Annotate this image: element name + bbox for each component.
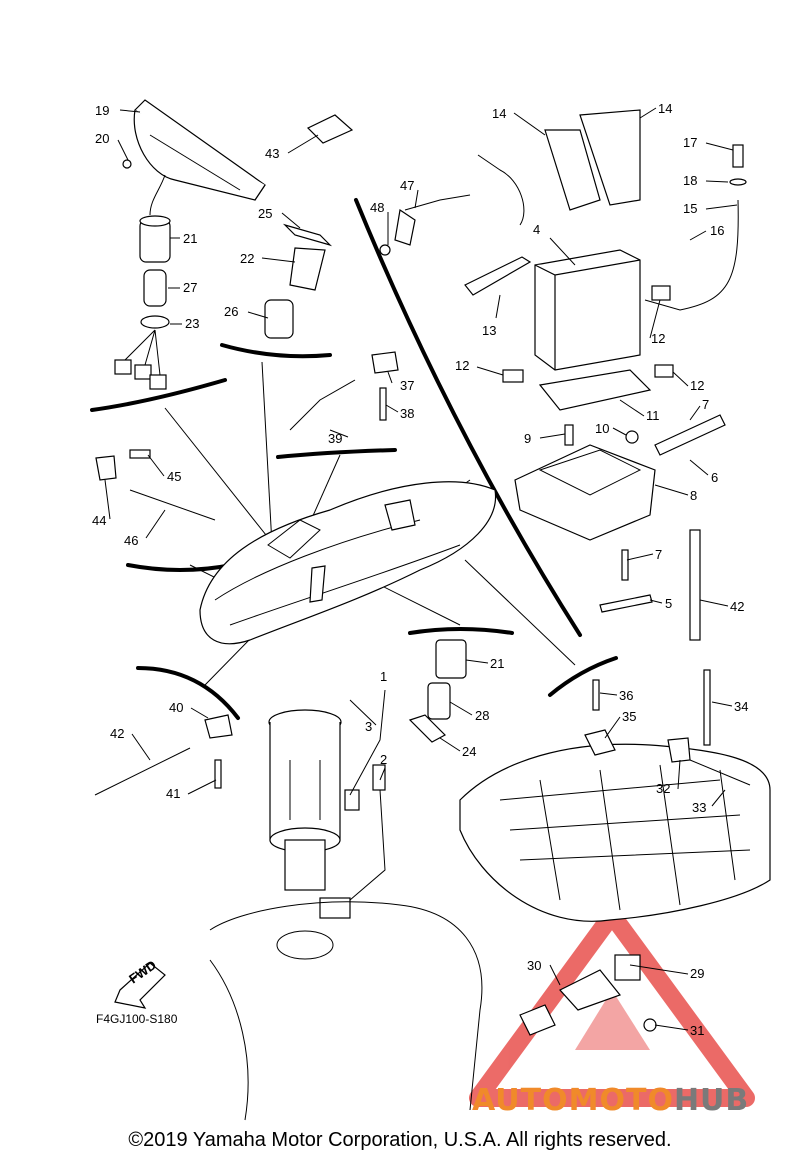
callout-32: 32 bbox=[656, 781, 670, 796]
callout-12a: 12 bbox=[651, 331, 665, 346]
callout-10: 10 bbox=[595, 421, 609, 436]
callout-31: 31 bbox=[690, 1023, 704, 1038]
callout-14b: 14 bbox=[658, 101, 672, 116]
callout-42b: 42 bbox=[110, 726, 124, 741]
callout-24: 24 bbox=[462, 744, 476, 759]
callout-45: 45 bbox=[167, 469, 181, 484]
callout-36: 36 bbox=[619, 688, 633, 703]
callout-leaders bbox=[104, 107, 738, 1031]
callout-11: 11 bbox=[646, 408, 660, 423]
watermark-text: AUTOMOTOHUB bbox=[472, 1083, 749, 1118]
callout-48: 48 bbox=[370, 200, 384, 215]
callout-21b: 21 bbox=[490, 656, 504, 671]
callout-20: 20 bbox=[95, 131, 109, 146]
callout-47: 47 bbox=[400, 178, 414, 193]
callout-22: 22 bbox=[240, 251, 254, 266]
fwd-arrow bbox=[114, 962, 166, 1009]
callout-12c: 12 bbox=[690, 378, 704, 393]
callout-41: 41 bbox=[166, 786, 180, 801]
callout-30: 30 bbox=[527, 958, 541, 973]
callout-21: 21 bbox=[183, 231, 197, 246]
watermark-text-primary: AUTOMOTO bbox=[472, 1083, 674, 1118]
harness-center bbox=[264, 114, 354, 339]
callout-4: 4 bbox=[533, 222, 540, 237]
callout-15: 15 bbox=[683, 201, 697, 216]
callout-3: 3 bbox=[365, 719, 372, 734]
callout-12b: 12 bbox=[455, 358, 469, 373]
callout-23: 23 bbox=[185, 316, 199, 331]
callout-37: 37 bbox=[400, 378, 414, 393]
callout-7b: 7 bbox=[655, 547, 662, 562]
callout-38: 38 bbox=[400, 406, 414, 421]
battery-cables bbox=[379, 144, 747, 311]
callout-26: 26 bbox=[224, 304, 238, 319]
meter-assembly bbox=[122, 99, 266, 216]
callout-44: 44 bbox=[92, 513, 106, 528]
battery-assembly bbox=[464, 109, 674, 411]
callout-8: 8 bbox=[690, 488, 697, 503]
watermark-text-secondary: HUB bbox=[673, 1083, 750, 1118]
small-parts bbox=[94, 351, 751, 1036]
harness-left bbox=[114, 215, 171, 390]
callout-17: 17 bbox=[683, 135, 697, 150]
callout-13: 13 bbox=[482, 323, 496, 338]
callout-40: 40 bbox=[169, 700, 183, 715]
callout-18: 18 bbox=[683, 173, 697, 188]
callout-28: 28 bbox=[475, 708, 489, 723]
callout-39: 39 bbox=[328, 431, 342, 446]
callout-5: 5 bbox=[665, 596, 672, 611]
callout-35: 35 bbox=[622, 709, 636, 724]
diagram-code: F4GJ100-S180 bbox=[96, 1012, 178, 1026]
callout-9: 9 bbox=[524, 431, 531, 446]
callout-6: 6 bbox=[711, 470, 718, 485]
lower-hull bbox=[209, 901, 483, 1121]
callout-27: 27 bbox=[183, 280, 197, 295]
callout-7a: 7 bbox=[702, 397, 709, 412]
battery-box bbox=[514, 414, 726, 641]
callout-1: 1 bbox=[380, 669, 387, 684]
callout-29: 29 bbox=[690, 966, 704, 981]
deck-mat bbox=[459, 743, 771, 922]
callout-16: 16 bbox=[710, 223, 724, 238]
fuel-pump-assembly bbox=[268, 639, 467, 919]
callout-46: 46 bbox=[124, 533, 138, 548]
copyright-notice: ©2019 Yamaha Motor Corporation, U.S.A. A… bbox=[128, 1129, 672, 1151]
callout-43: 43 bbox=[265, 146, 279, 161]
callout-33: 33 bbox=[692, 800, 706, 815]
callout-14a: 14 bbox=[492, 106, 506, 121]
watercraft-hull bbox=[199, 481, 497, 645]
callout-34: 34 bbox=[734, 699, 748, 714]
watermark-logo bbox=[469, 906, 755, 1107]
callout-25: 25 bbox=[258, 206, 272, 221]
callout-2: 2 bbox=[380, 752, 387, 767]
callout-42a: 42 bbox=[730, 599, 744, 614]
callout-19: 19 bbox=[95, 103, 109, 118]
